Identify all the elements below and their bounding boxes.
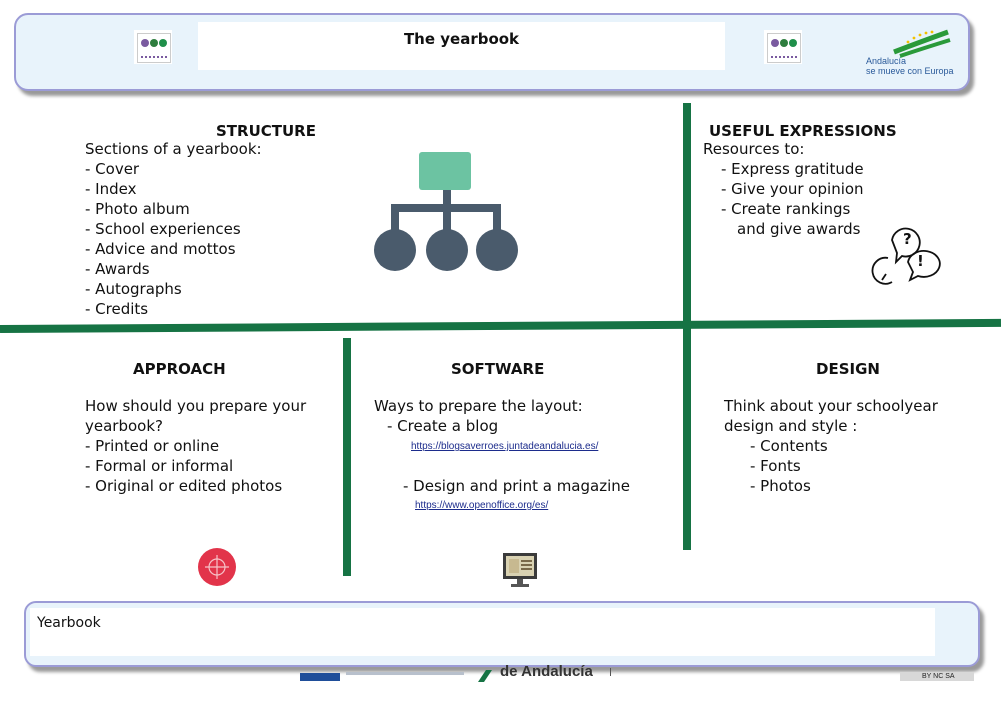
computer-monitor-icon xyxy=(503,553,537,587)
list-item: - Advice and mottos xyxy=(85,240,236,258)
list-item: - Formal or informal xyxy=(85,457,234,475)
eu-fund-text-strip xyxy=(346,672,464,675)
list-item: - Autographs xyxy=(85,280,182,298)
consejeria-text-strip xyxy=(610,668,651,676)
useful-expressions-list: Resources to: - Express gratitude - Give… xyxy=(703,140,864,238)
footer-panel xyxy=(30,608,935,656)
footer-label: Yearbook xyxy=(37,615,101,631)
useful-expressions-heading: USEFUL EXPRESSIONS xyxy=(709,122,897,140)
horizontal-divider xyxy=(0,318,1001,333)
header-title-panel xyxy=(198,22,725,70)
structure-heading: STRUCTURE xyxy=(216,122,316,140)
list-item: - Express gratitude xyxy=(721,160,864,178)
blog-link[interactable]: https://blogsaverroes.juntadeandalucia.e… xyxy=(411,441,599,452)
openoffice-link[interactable]: https://www.openoffice.org/es/ xyxy=(415,500,549,511)
structure-list: Sections of a yearbook: - Cover - Index … xyxy=(85,140,262,318)
vertical-divider-right xyxy=(683,103,691,550)
list-item: - School experiences xyxy=(85,220,241,238)
list-item: - Photos xyxy=(750,477,811,495)
approach-list: How should you prepare your yearbook? - … xyxy=(85,397,307,495)
list-item: - Create rankings xyxy=(721,200,851,218)
page-title: The yearbook xyxy=(403,30,520,48)
software-heading: SOFTWARE xyxy=(451,360,545,378)
list-item: - Original or edited photos xyxy=(85,477,283,495)
andalucia-logo-text: Andalucía se mueve con Europa xyxy=(866,56,954,76)
cc-license-badge: BY NC SA xyxy=(900,672,974,681)
target-icon xyxy=(198,548,236,586)
design-heading: DESIGN xyxy=(816,360,880,378)
list-item: - Printed or online xyxy=(85,437,220,455)
hierarchy-icon xyxy=(374,152,518,271)
software-item-magazine: - Design and print a magazine xyxy=(403,477,630,495)
list-item: - Cover xyxy=(85,160,140,178)
andalucia-flag-logo xyxy=(893,29,951,58)
list-item: - Credits xyxy=(85,300,149,318)
list-item: - Contents xyxy=(750,437,828,455)
design-list: Think about your schoolyear design and s… xyxy=(724,397,938,495)
junta-andalucia-text: de Andalucía xyxy=(500,664,593,677)
project-logo-right xyxy=(764,30,802,64)
list-item: - Index xyxy=(85,180,137,198)
svg-text:!: ! xyxy=(917,252,924,270)
software-intro: Ways to prepare the layout: xyxy=(374,397,583,415)
list-item: - Fonts xyxy=(750,457,801,475)
junta-logo-mark xyxy=(478,670,492,682)
list-item: - Give your opinion xyxy=(721,180,864,198)
list-item: - Awards xyxy=(85,260,150,278)
vertical-divider-left xyxy=(343,338,351,576)
eu-flag-logo xyxy=(300,673,340,681)
approach-heading: APPROACH xyxy=(133,360,226,378)
project-logo-left xyxy=(134,30,172,64)
speech-question-exclamation-icon: ? ! xyxy=(871,227,941,285)
list-item: and give awards xyxy=(737,220,861,238)
software-item-blog: - Create a blog xyxy=(387,417,499,435)
svg-text:?: ? xyxy=(903,230,912,248)
list-item: - Photo album xyxy=(85,200,190,218)
